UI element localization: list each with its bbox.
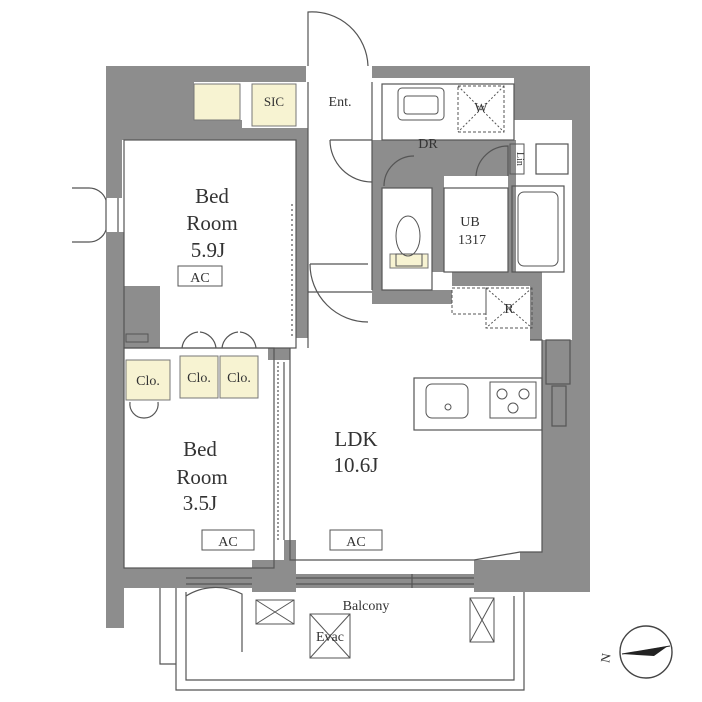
fridge xyxy=(485,287,533,329)
labels: Bed Room 5.9J AC Bed Room 3.5J AC LDK 10… xyxy=(136,94,525,645)
bed1-ac: AC xyxy=(190,271,209,286)
storage-areas xyxy=(125,83,429,401)
closet-1 xyxy=(179,355,219,399)
ub-door xyxy=(475,145,509,177)
walls xyxy=(106,66,590,628)
wash-basin xyxy=(397,87,445,121)
closet-bed2 xyxy=(125,359,171,401)
toilet-door xyxy=(383,155,415,187)
bed1-label-line1: Bed xyxy=(195,184,229,208)
ldk-door xyxy=(309,263,369,323)
bed1-label-line2: Room xyxy=(186,211,237,235)
closet-2 xyxy=(219,355,259,399)
bed2-ac: AC xyxy=(218,535,237,550)
balcony-door xyxy=(185,586,243,652)
ldk-size: 10.6J xyxy=(334,453,379,477)
closet-2-label: Clo. xyxy=(227,371,251,386)
closet-bed2-label: Clo. xyxy=(136,374,160,389)
ldk-ac: AC xyxy=(346,535,365,550)
bathtub xyxy=(517,191,559,267)
sic-label: SIC xyxy=(264,94,284,109)
ac-box-bed2 xyxy=(201,529,255,551)
doors xyxy=(72,11,509,652)
dr-door xyxy=(329,139,373,183)
compass-circle xyxy=(619,625,673,679)
sic-closet xyxy=(251,83,297,127)
ac-box-ldk xyxy=(329,529,383,551)
evac-hatch xyxy=(309,613,351,659)
stove xyxy=(489,381,537,419)
balcony-hatch xyxy=(255,599,295,625)
linen-closet xyxy=(509,143,525,175)
ub-label: UB xyxy=(460,215,479,230)
compass-north: N xyxy=(597,651,614,663)
interior-lines xyxy=(105,82,571,691)
kitchen-sink xyxy=(425,383,469,419)
washer-label: W xyxy=(474,101,488,116)
compass: N xyxy=(597,625,673,679)
ldk-label: LDK xyxy=(334,427,377,451)
balcony-label: Balcony xyxy=(343,599,390,614)
toilet-bowl xyxy=(395,215,421,257)
bed2-label-line1: Bed xyxy=(183,437,217,461)
dr-label: DR xyxy=(418,137,438,152)
entrance-door xyxy=(307,11,369,67)
bed1-size: 5.9J xyxy=(191,238,225,262)
bed2-label-line2: Room xyxy=(176,465,227,489)
fridge-label: R xyxy=(504,302,514,317)
ub-size: 1317 xyxy=(458,233,486,248)
linen-label: Lin xyxy=(514,152,525,166)
storage-top-left xyxy=(193,83,241,121)
entrance-label: Ent. xyxy=(329,95,352,110)
fixtures xyxy=(125,85,559,659)
evac-label: Evac xyxy=(316,630,344,645)
balcony-hatch-right xyxy=(469,597,495,643)
closet-1-label: Clo. xyxy=(187,371,211,386)
washer xyxy=(457,85,505,133)
ac-box-bed1 xyxy=(177,265,223,287)
bed2-size: 3.5J xyxy=(183,491,217,515)
